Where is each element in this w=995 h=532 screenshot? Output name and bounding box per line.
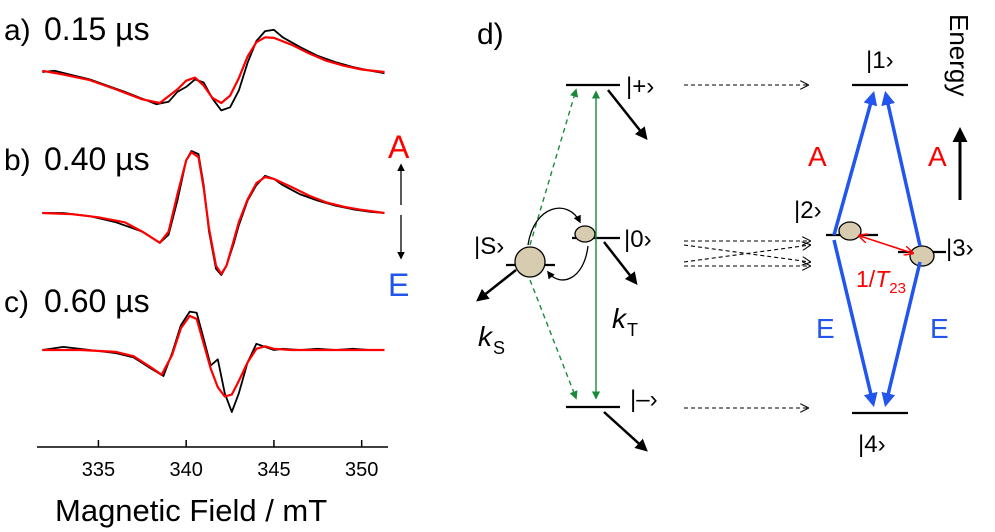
energy-axis-label: Energy	[944, 14, 974, 96]
singlet-decay-arrow	[476, 269, 517, 302]
level-1-label: |1›	[866, 47, 894, 74]
transition-e-right-label: E	[930, 313, 949, 344]
kt-subscript: T	[627, 320, 638, 340]
triplet-zero-population-dot	[574, 225, 596, 243]
x-tick-label-350: 350	[345, 459, 378, 481]
singlet-to-minus-dashed-arrow	[529, 279, 578, 400]
level-plus-label: |+›	[626, 73, 654, 100]
t0-to-singlet-curved-arrow	[547, 245, 589, 281]
singlet-population-dot	[514, 246, 546, 278]
level-singlet-label: |S›	[474, 233, 504, 260]
level-minus-label: |–›	[630, 386, 658, 413]
s-to-2-dashed-arrow	[683, 245, 810, 263]
level-2-label: |2›	[794, 197, 822, 224]
transition-2-4-emission	[832, 239, 878, 408]
panel-c-simulated-trace	[42, 314, 385, 398]
x-tick-label-340: 340	[169, 459, 202, 481]
ks-k: k	[478, 321, 494, 352]
panel-b-simulated-trace	[42, 151, 385, 275]
panel-c-time: 0.60 µs	[44, 283, 150, 319]
panel-c-label: c)	[4, 286, 29, 319]
x-tick-label-335: 335	[82, 459, 115, 481]
panel-a-simulated-trace	[42, 36, 385, 105]
level-zero-label: |0›	[624, 226, 652, 253]
transition-3-1-absorption	[881, 90, 922, 247]
minus-decay-arrow	[603, 411, 648, 452]
relaxation-label: 1/T23	[856, 266, 906, 297]
level-4-label: |4›	[858, 431, 886, 458]
panel-c-experimental-trace	[42, 310, 385, 413]
level-2-population-dot	[838, 221, 862, 241]
singlet-to-t0-curved-arrow	[527, 207, 581, 246]
t0-decay-arrow	[603, 241, 638, 285]
panel-a-time: 0.15 µs	[44, 11, 150, 47]
transition-a-right-label: A	[928, 141, 947, 172]
x-tick-label-345: 345	[257, 459, 290, 481]
transition-a-left-label: A	[808, 141, 827, 172]
transition-2-1-absorption	[832, 90, 878, 236]
ks-subscript: S	[493, 338, 505, 358]
panel-a-label: a)	[4, 14, 31, 47]
relaxation-t23-arrow	[860, 236, 912, 253]
x-axis-label: Magnetic Field / mT	[55, 493, 327, 528]
panel-b-time: 0.40 µs	[44, 141, 150, 177]
panel-b-label: b)	[4, 144, 31, 177]
spectra-traces	[42, 28, 385, 413]
plus-decay-arrow	[607, 89, 648, 140]
absorption-label: A	[388, 129, 410, 165]
x-axis-ticks: 335 340 345 350	[82, 440, 378, 481]
emission-label: E	[388, 267, 409, 303]
transition-e-left-label: E	[816, 313, 835, 344]
kt-k: k	[612, 303, 628, 334]
panel-d-label: d)	[477, 18, 504, 51]
level-3-label: |3›	[946, 235, 974, 262]
level-3-population-dot	[909, 245, 935, 267]
transition-3-4-emission	[881, 261, 922, 408]
